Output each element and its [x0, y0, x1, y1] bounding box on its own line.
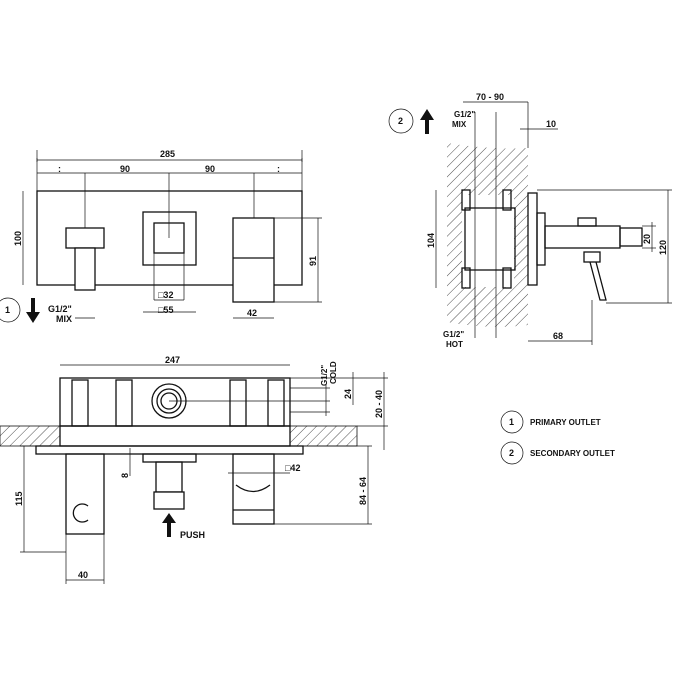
- cold-type: COLD: [329, 361, 338, 384]
- dim-spout-width: 42: [247, 308, 257, 318]
- outlet-1-type: MIX: [56, 314, 72, 324]
- dim-projection: 68: [553, 331, 563, 341]
- spout: [232, 217, 275, 303]
- holder-block: [65, 227, 105, 249]
- top-type: MIX: [452, 120, 467, 129]
- edge-mark-right: :: [277, 164, 280, 174]
- holder-stem: [74, 247, 96, 291]
- bottom-type: HOT: [446, 340, 463, 349]
- dim-spout-square: □42: [285, 463, 300, 473]
- cover-plate: [35, 445, 304, 455]
- dim-overall-height: 120: [658, 240, 668, 255]
- top-view: 247 PUSH □42 84 - 64 20 - 40 24 G1/2" CO…: [0, 355, 388, 584]
- dim-spout-projection: 84 - 64: [358, 477, 368, 505]
- legend-label: PRIMARY OUTLET: [530, 418, 601, 427]
- wall-left: [0, 425, 61, 447]
- dim-inlet-offset: 24: [343, 389, 353, 399]
- spout: [232, 453, 275, 525]
- dim-spout-height: 91: [308, 256, 318, 266]
- dim-holder-width: 40: [78, 570, 88, 580]
- arrow-up-icon: [162, 513, 176, 537]
- legend-badge: [500, 441, 524, 465]
- handle-inner: [153, 222, 185, 254]
- holder: [65, 453, 105, 535]
- side-view: 70 - 90 G1/2" MIX 10 104 120 20 68 G1/2"…: [388, 92, 672, 349]
- legend-number: 2: [509, 448, 514, 458]
- bottom-thread: G1/2": [443, 330, 464, 339]
- arrow-down-icon: [26, 298, 40, 323]
- wall-plate: [527, 192, 538, 286]
- push-button: [153, 491, 185, 510]
- dim-holder-projection: 115: [14, 491, 24, 506]
- dim-recess: 20 - 40: [374, 390, 384, 418]
- legend-item: 2 SECONDARY OUTLET: [500, 441, 615, 465]
- arrow-up-icon: [420, 109, 434, 134]
- legend-label: SECONDARY OUTLET: [530, 449, 615, 458]
- outlet-1-number: 1: [5, 305, 10, 315]
- outlet-2-badge: [388, 108, 414, 134]
- outlet-1-badge: [0, 297, 21, 323]
- legend-item: 1 PRIMARY OUTLET: [500, 410, 601, 434]
- dim-spacing-left: 90: [120, 164, 130, 174]
- legend-number: 1: [509, 417, 514, 427]
- wall-right: [289, 425, 358, 447]
- lever: [589, 261, 607, 301]
- dim-push-offset: 8: [120, 473, 130, 478]
- push-label: PUSH: [180, 530, 205, 540]
- dim-overall-width: 285: [160, 149, 175, 159]
- dim-box-width: 247: [165, 355, 180, 365]
- dim-handle-inner: □32: [158, 290, 173, 300]
- dim-box-height: 104: [426, 233, 436, 248]
- dim-spacing-right: 90: [205, 164, 215, 174]
- dim-height: 100: [13, 231, 23, 246]
- dim-handle-outer: □55: [158, 305, 173, 315]
- edge-mark-left: :: [58, 164, 61, 174]
- dim-wall-depth: 70 - 90: [476, 92, 504, 102]
- legend: 1 PRIMARY OUTLET 2 SECONDARY OUTLET: [500, 410, 615, 465]
- outlet-2-number: 2: [398, 116, 403, 126]
- lever-body: [544, 225, 621, 249]
- mixer-body: [464, 207, 516, 271]
- front-view: 285 90 90 : : 100 □32 □55 91 42 1 G1/2" …: [0, 149, 322, 324]
- cold-thread: G1/2": [320, 365, 329, 386]
- dim-spout: 20: [642, 234, 652, 244]
- wall-plate: [36, 190, 303, 286]
- outlet-1-thread: G1/2": [48, 304, 72, 314]
- legend-badge: [500, 410, 524, 434]
- handle-outer: [142, 211, 197, 266]
- dim-plate-thickness: 10: [546, 119, 556, 129]
- top-thread: G1/2": [454, 110, 475, 119]
